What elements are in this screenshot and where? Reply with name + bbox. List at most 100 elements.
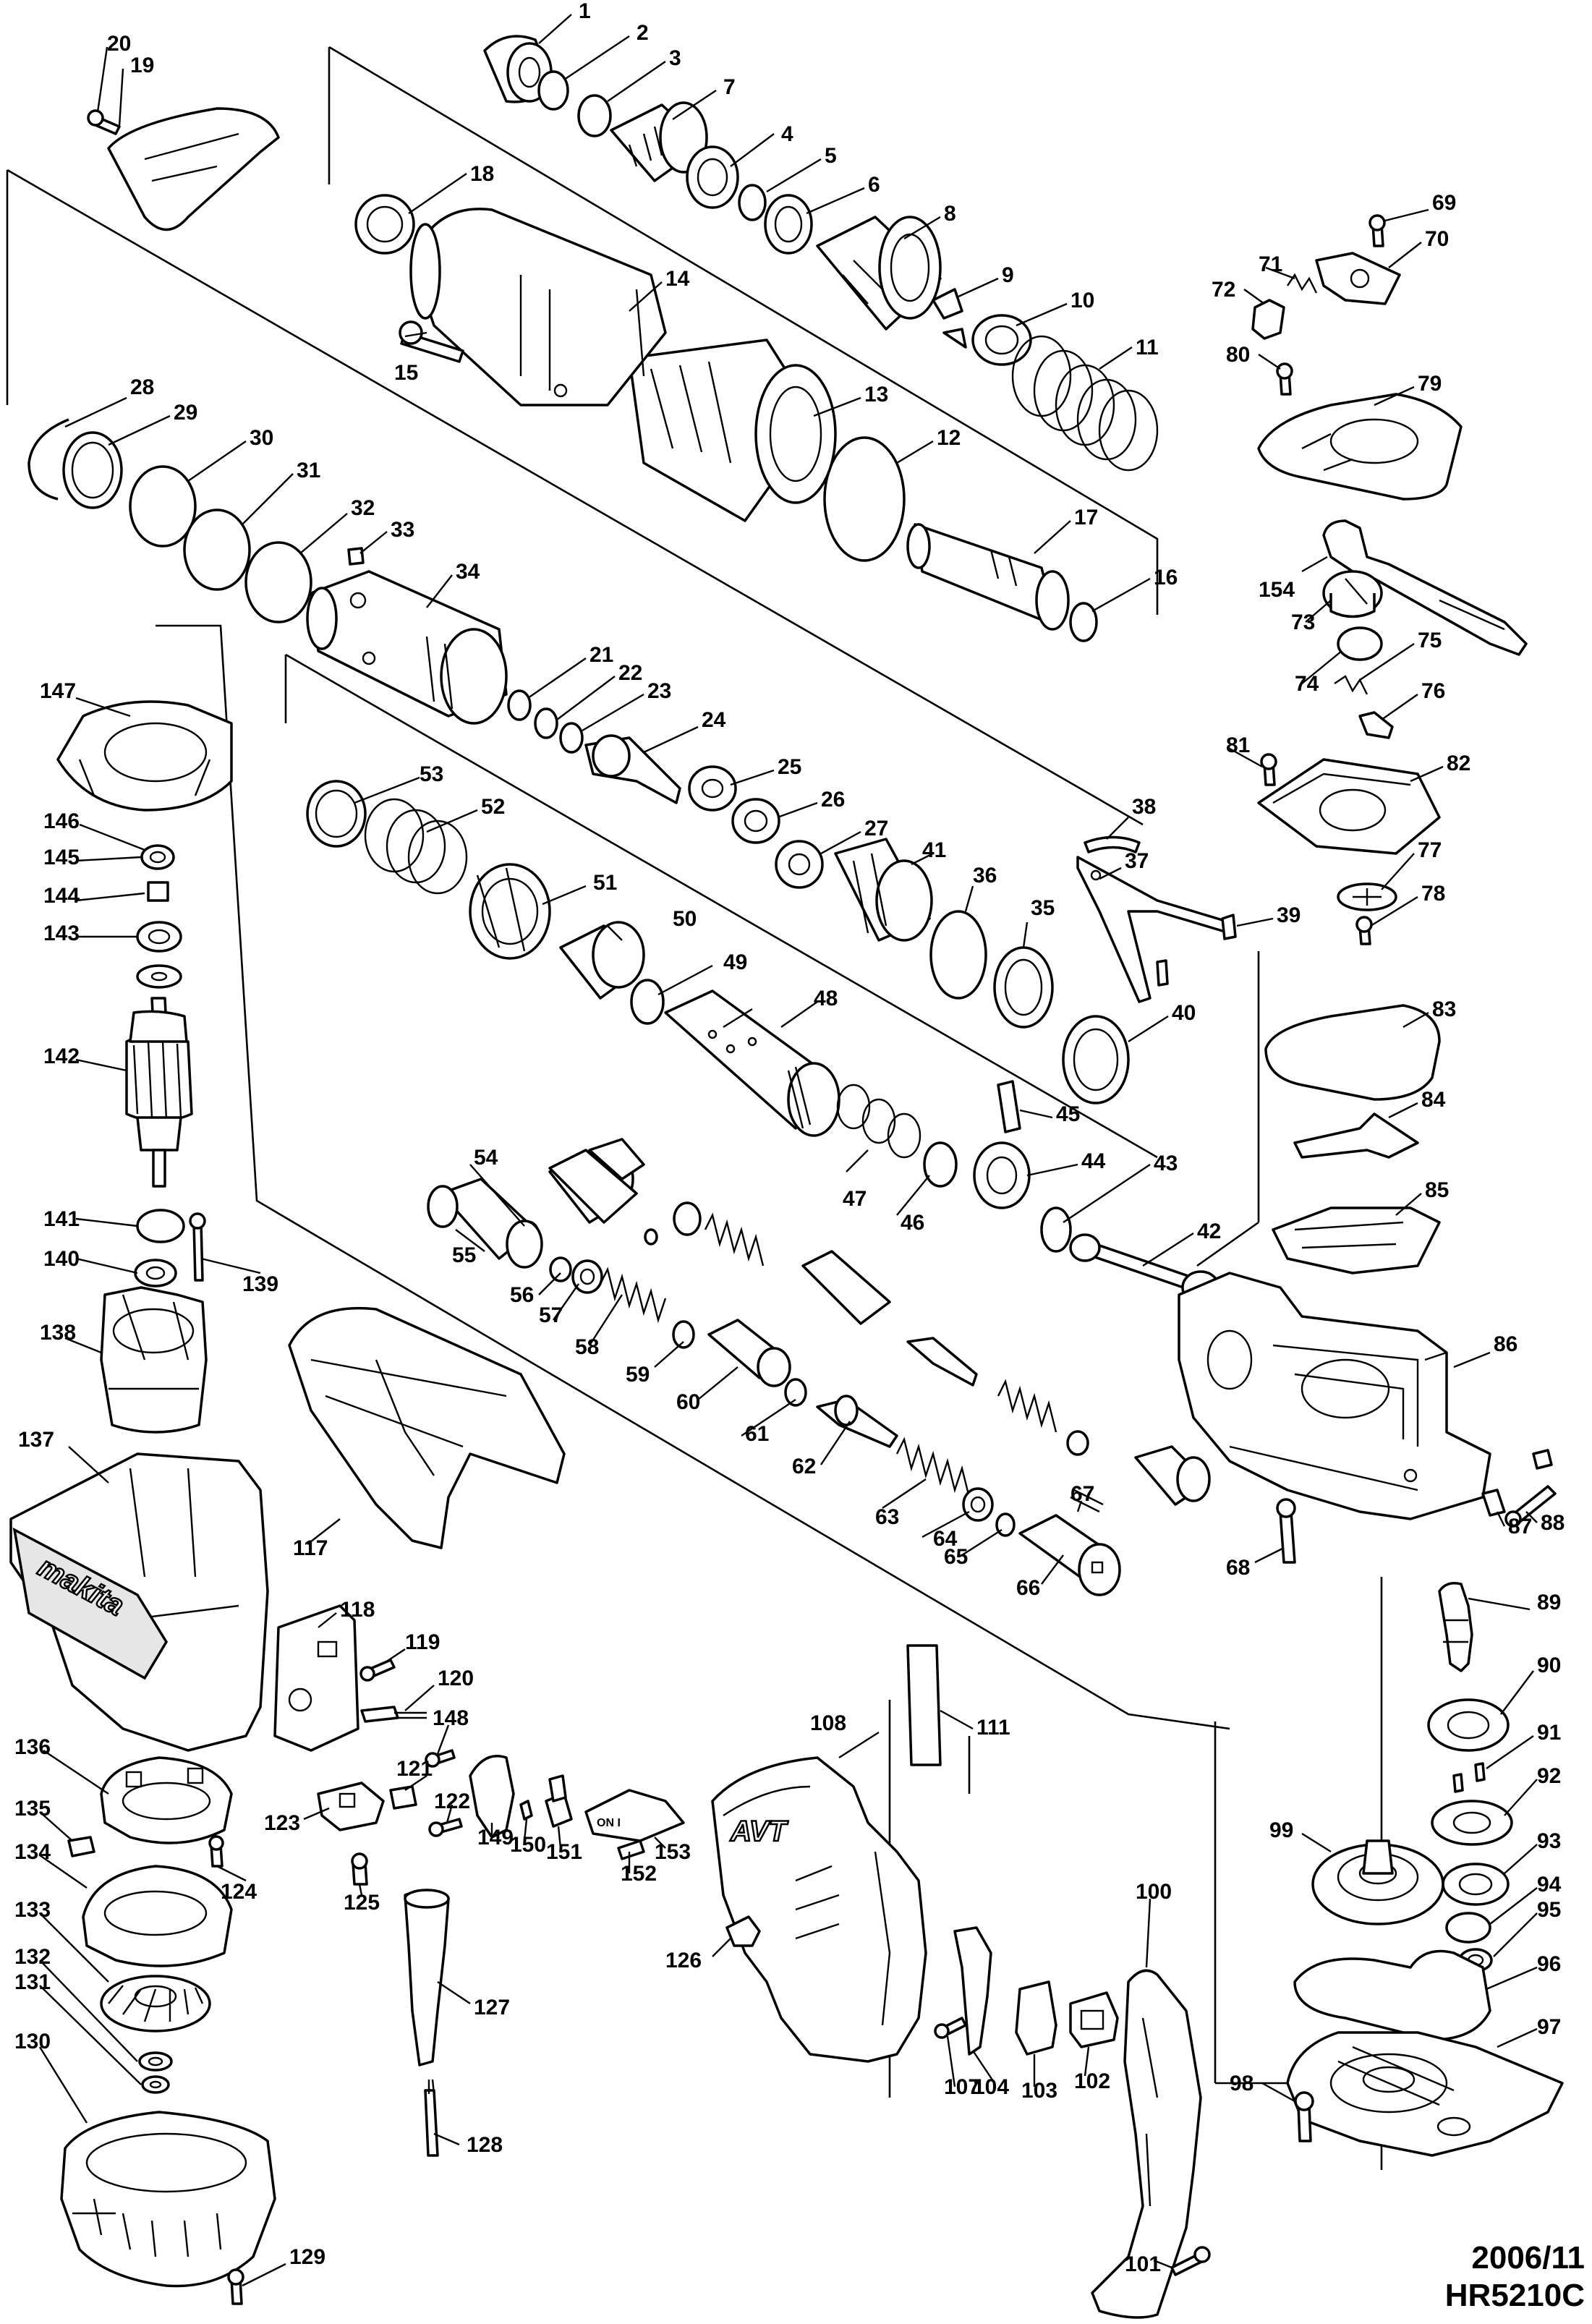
clutch-assembly: [834, 835, 1237, 1104]
part-62-pin: [816, 1395, 898, 1448]
callout-146: 146: [43, 809, 80, 833]
callout-66: 66: [1016, 1576, 1040, 1600]
callout-130: 130: [14, 2030, 51, 2053]
part-142-armature: [125, 997, 193, 1188]
part-16-ring: [1069, 602, 1098, 642]
part-150-pin: [519, 1800, 533, 1821]
part-100-grip: [1091, 1969, 1202, 2319]
callout-140: 140: [43, 1247, 80, 1271]
part-119-screw: [359, 1659, 396, 1682]
callout-39: 39: [1277, 903, 1301, 927]
part-92-gear: [1431, 1800, 1513, 1846]
part-39-clip: [1221, 914, 1237, 940]
part-30-ring: [129, 465, 197, 548]
part-68-bolt: [1276, 1498, 1296, 1564]
part-67-pin: [1070, 1489, 1104, 1513]
part-59-ring: [672, 1320, 695, 1349]
part-45-pin: [997, 1080, 1021, 1133]
part-151-switch: [545, 1774, 573, 1828]
gear-assembly: [1286, 1582, 1564, 2157]
part-37-lever: [1076, 856, 1231, 1003]
part-3-ring: [577, 94, 612, 137]
part-117-cover: [288, 1306, 566, 1549]
callout-135: 135: [14, 1797, 51, 1821]
callout-142: 142: [43, 1044, 80, 1068]
part-29-ring: [62, 431, 123, 509]
callout-91: 91: [1537, 1721, 1561, 1745]
callout-59: 59: [626, 1363, 650, 1387]
part-111-label: [906, 1644, 942, 1766]
part-50-sleeve: [559, 921, 645, 1000]
callout-94: 94: [1537, 1873, 1562, 1897]
part-83-gasket: [1264, 1004, 1441, 1101]
part-25-washer: [688, 765, 737, 812]
callout-141: 141: [43, 1207, 80, 1231]
part-140-bearing: [134, 1259, 177, 1287]
callout-50: 50: [673, 907, 697, 931]
callout-138: 138: [40, 1321, 76, 1345]
callout-20: 20: [107, 32, 131, 56]
part-103-holder: [1015, 1980, 1057, 2056]
part-40-ring: [1062, 1015, 1130, 1104]
part-37-pin: [1156, 959, 1169, 987]
part-69-screw: [1368, 214, 1386, 247]
part-13-cylinder: [628, 339, 837, 522]
part-32-ring: [244, 541, 312, 623]
part-122-screw: [428, 1818, 463, 1837]
part-70-cam: [1315, 252, 1401, 305]
part-31-ring: [183, 508, 251, 591]
cylinder-assembly: [306, 570, 824, 889]
part-48-cylinder: [664, 989, 840, 1137]
callout-34: 34: [456, 560, 480, 584]
callout-145: 145: [43, 846, 80, 869]
callout-29: 29: [174, 401, 197, 425]
callout-27: 27: [864, 817, 888, 840]
callout-125: 125: [344, 1891, 380, 1915]
part-77-disc: [1337, 882, 1397, 911]
part-24-striker: [584, 734, 681, 804]
part-139-screw: [189, 1212, 206, 1282]
callout-33: 33: [391, 518, 414, 542]
callout-124: 124: [221, 1880, 257, 1904]
callout-71: 71: [1259, 252, 1282, 276]
part-120-connector: [360, 1706, 427, 1723]
part-20-screw: [87, 109, 121, 135]
part-104-trigger: [953, 1926, 992, 2056]
callout-126: 126: [665, 1949, 702, 1972]
part-11-spring: [1011, 335, 1159, 472]
part-135-brush: [67, 1836, 95, 1857]
callout-19: 19: [130, 54, 154, 77]
callout-65: 65: [944, 1545, 968, 1569]
part-154-lever: [1322, 519, 1528, 656]
callout-75: 75: [1418, 629, 1442, 652]
callout-80: 80: [1226, 343, 1250, 367]
switch-assembly: ON I: [273, 1604, 761, 2157]
callout-70: 70: [1425, 227, 1449, 251]
part-56-ring: [549, 1256, 572, 1282]
part-124-screw: [208, 1835, 224, 1868]
callout-132: 132: [14, 1945, 51, 1969]
part-144-bearing: [136, 921, 182, 953]
callout-120: 120: [438, 1667, 474, 1690]
part-86-crank-housing: [1178, 1272, 1491, 1520]
callout-144: 144: [43, 884, 80, 908]
callout-64: 64: [933, 1527, 958, 1551]
callout-101: 101: [1125, 2252, 1161, 2276]
callout-37: 37: [1125, 849, 1149, 873]
part-126-clip: [725, 1915, 761, 1947]
callout-46: 46: [901, 1211, 924, 1235]
part-9-pin: [932, 288, 963, 320]
callout-73: 73: [1291, 610, 1315, 634]
callout-129: 129: [289, 2245, 325, 2269]
part-53-ring: [306, 780, 367, 848]
callout-77: 77: [1418, 838, 1442, 862]
part-78-screw: [1355, 916, 1373, 945]
part-6-seal: [764, 194, 813, 255]
impact-assembly: [427, 1138, 1211, 1596]
part-81-screw: [1260, 753, 1277, 786]
callout-121: 121: [396, 1757, 433, 1781]
callout-92: 92: [1537, 1764, 1561, 1788]
callout-131: 131: [14, 1970, 51, 1994]
callout-28: 28: [130, 375, 154, 399]
